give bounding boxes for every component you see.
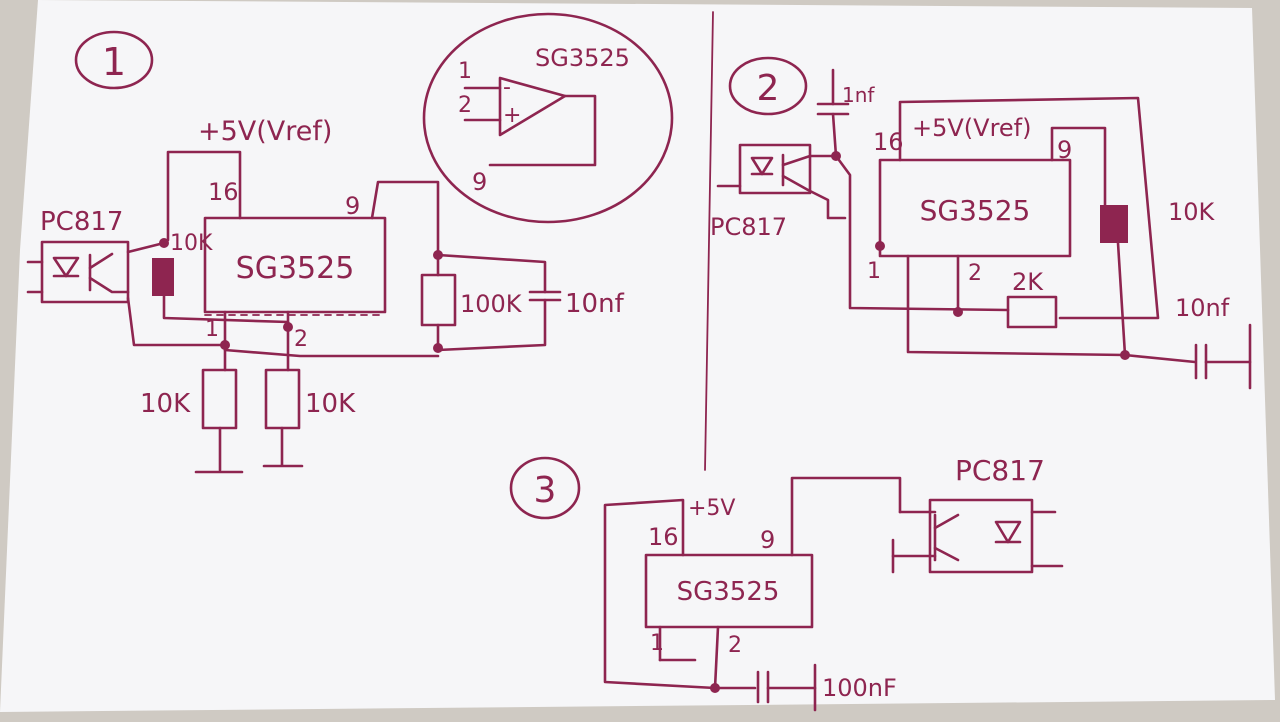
circuit-1-pin1-label: 1 [205, 317, 219, 342]
circuit-1-pin9-wire [370, 180, 440, 254]
circuit-2-supply-label: +5V(Vref) [912, 114, 1032, 142]
circuit-1-pc817-box [40, 240, 130, 304]
circuit-3-pin1-label: 1 [650, 631, 664, 656]
circuit-2-pot-label: 10K [1168, 198, 1216, 226]
circuit-2-pc817-box [738, 143, 812, 195]
circuit-1-r-pin2-label: 10K [305, 389, 356, 419]
circuit-3-optocoupler-label: PC817 [955, 454, 1045, 487]
circuit-2-pin2-label: 2 [968, 261, 982, 286]
circuit-1-vref-wire [166, 150, 242, 242]
circuit-1-led-icon [52, 256, 80, 278]
circuit-2-pin9-label: 9 [1057, 136, 1072, 164]
circuit-1-junction-dot [433, 250, 443, 260]
circuit-2-ic-label: SG3525 [920, 194, 1031, 227]
circuit-1-supply-label: +5V(Vref) [198, 116, 332, 147]
circuit-1-pin9-label: 9 [345, 192, 360, 220]
circuit-3-number: 3 [534, 470, 557, 511]
circuit-2-sg3525-chip [878, 158, 1072, 258]
circuit-1-pot-label: 10K [170, 231, 213, 256]
inset-in1-label: 1 [458, 59, 472, 84]
circuit-1-c-feedback-label: 10nf [565, 289, 625, 319]
circuit-1-pin16-label: 16 [208, 178, 239, 206]
inset-minus-label: - [503, 75, 511, 100]
circuit-1: 1 +5V(Vref) SG3525 16 9 100K 10nf PC817 [26, 30, 625, 474]
circuit-2-10k-pot [1100, 205, 1128, 243]
circuit-3-pc817-box [928, 498, 1034, 574]
circuit-3-pin9-label: 9 [760, 526, 775, 554]
circuit-2-cap-top-label: 1nf [842, 83, 875, 107]
circuit-3-cap-label: 100nF [822, 674, 897, 702]
circuit-3-led-icon [994, 520, 1022, 544]
circuit-3-pin2-label: 2 [728, 633, 742, 658]
inset-ic-label: SG3525 [535, 44, 630, 72]
circuit-1-r-pin1-label: 10K [140, 389, 191, 419]
circuit-1-ic-label: SG3525 [236, 251, 355, 286]
inset-comparator: SG3525 1 2 - + 9 [422, 12, 674, 224]
circuit-3: 3 SG3525 +5V 16 9 1 2 100nF PC817 [509, 454, 1064, 712]
circuit-2-number: 2 [757, 68, 780, 109]
circuit-3-ic-label: SG3525 [677, 577, 780, 607]
inset-out-label: 9 [472, 168, 487, 196]
circuit-1-pin2-label: 2 [294, 327, 308, 352]
circuit-1-junction-dot [433, 343, 443, 353]
circuit-1-number-circle [74, 30, 154, 90]
circuit-2-pin1-label: 1 [867, 259, 881, 284]
inset-in2-label: 2 [458, 93, 472, 118]
divider-line [704, 11, 714, 471]
circuit-3-supply-label: +5V [688, 496, 735, 521]
circuit-2-2k-resistor [1006, 295, 1058, 329]
circuit-1-number: 1 [102, 40, 126, 84]
inset-circle [422, 12, 674, 224]
circuit-2-optocoupler-label: PC817 [710, 213, 787, 241]
circuit-2-led-icon [750, 156, 774, 176]
circuit-2-cap-label: 10nf [1175, 294, 1230, 322]
circuit-2-pin16-label: 16 [873, 128, 904, 156]
circuit-1-sg3525-chip [203, 216, 387, 314]
op-amp-icon [498, 76, 567, 137]
circuit-2-r-label: 2K [1012, 268, 1044, 296]
circuit-1-10k-pot [152, 258, 174, 296]
circuit-2: 2 1nf SG3525 16 +5V(Vref) 9 10K PC817 [710, 56, 1252, 390]
circuit-3-sg3525-chip [644, 553, 814, 629]
circuit-1-r-feedback-label: 100K [460, 290, 523, 318]
circuit-1-optocoupler-label: PC817 [40, 207, 123, 237]
circuit-2-number-circle [728, 56, 808, 116]
circuit-3-pin16-label: 16 [648, 523, 679, 551]
inset-plus-label: + [503, 103, 521, 128]
circuit-3-number-circle [509, 456, 581, 520]
